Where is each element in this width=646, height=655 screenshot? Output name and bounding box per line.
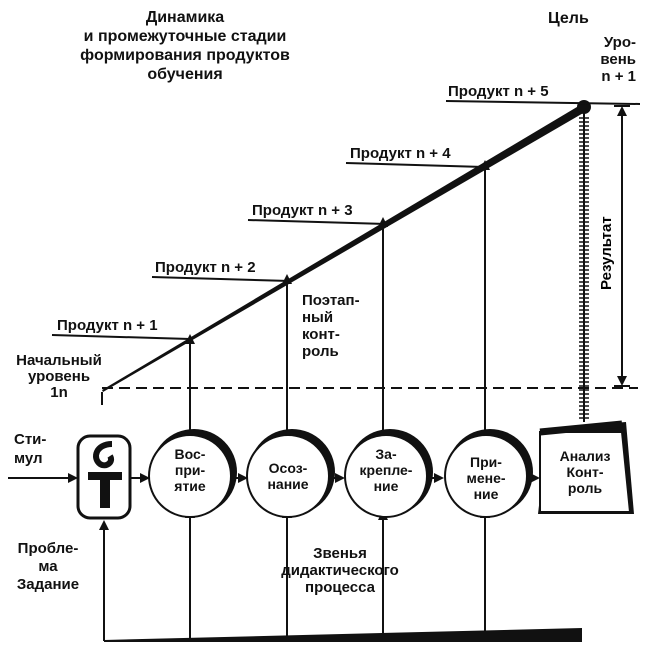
analysis-control-label: Анализ Конт- роль <box>559 448 611 496</box>
level-top-label: Уро- вень n + 1 <box>600 34 636 85</box>
initial-level-label: Начальный уровень 1n <box>16 352 102 401</box>
didactic-links-label: Звенья дидактического процесса <box>281 545 399 596</box>
analysis-control-box <box>538 420 634 514</box>
stage-label-application: При- мене- ние <box>466 454 506 502</box>
problem-label: Пробле- ма Задание <box>16 540 80 593</box>
result-bracket <box>614 105 630 387</box>
stage-circles <box>148 429 533 518</box>
product-level-lines <box>51 100 641 340</box>
control-ladder <box>579 112 589 422</box>
stage-circle-consolidation <box>344 429 433 518</box>
stage-label-perception: Вос- при- ятие <box>174 446 206 494</box>
teacher-box <box>76 434 132 520</box>
stepwise-control-label: Поэтап- ный конт- роль <box>302 292 360 360</box>
product-label-1: Продукт n + 1 <box>57 317 158 334</box>
product-label-5: Продукт n + 5 <box>448 83 549 100</box>
product-label-4: Продукт n + 4 <box>350 145 451 162</box>
result-label: Результат <box>598 216 615 290</box>
goal-label: Цель <box>548 10 589 27</box>
product-label-2: Продукт n + 2 <box>155 259 256 276</box>
diagram-title: Динамика и промежуточные стадии формиров… <box>80 9 290 83</box>
product-label-3: Продукт n + 3 <box>252 202 353 219</box>
stage-circle-awareness <box>246 429 335 518</box>
feedback-arrows <box>185 508 490 641</box>
stimulus-label: Сти- мул <box>14 431 47 467</box>
feedback-base-line <box>99 520 582 642</box>
stage-label-awareness: Осоз- нание <box>267 460 309 492</box>
stage-circle-application <box>444 429 533 518</box>
stage-circle-perception <box>148 429 237 518</box>
stage-label-consolidation: За- крепле- ние <box>359 446 413 494</box>
